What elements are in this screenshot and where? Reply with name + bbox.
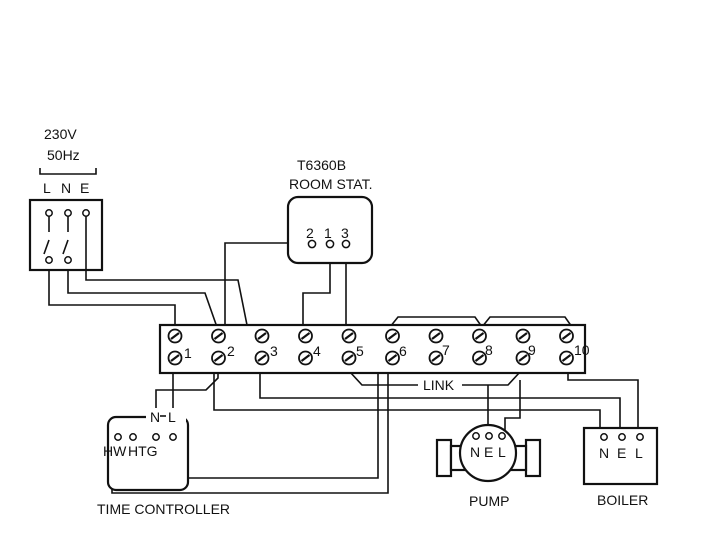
screw-slot: [213, 354, 224, 362]
isolator-switch: [28, 198, 104, 272]
pump-terminal-n: N: [470, 444, 480, 460]
screw-slot: [518, 332, 528, 340]
pump-right-flange: [524, 438, 542, 478]
junction-terminal-3: 3: [270, 343, 278, 359]
supply-voltage: 230V: [44, 126, 77, 142]
wire-t3-earth: [259, 370, 621, 432]
room-stat-terminal-1: 1: [324, 225, 332, 241]
wire-stat-1: [302, 248, 331, 330]
room-stat-model: T6360B: [297, 157, 346, 173]
junction-terminal-4: 4: [313, 343, 321, 359]
junction-terminal-5: 5: [356, 343, 364, 359]
time-controller-output-htg: HTG: [128, 443, 158, 459]
supply-terminal-n: N: [61, 180, 71, 196]
time-controller-terminal-l: L: [168, 409, 176, 425]
supply-label-group: 230V 50Hz L N E: [39, 126, 97, 196]
screw-slot: [431, 354, 441, 362]
junction-terminal-2: 2: [227, 343, 235, 359]
screw-slot: [474, 332, 485, 340]
wire-stat-2: [224, 242, 312, 330]
boiler-terminal-l: L: [635, 445, 643, 461]
screw-slot: [257, 332, 267, 340]
supply-terminal-l: L: [43, 180, 51, 196]
supply-bracket: [39, 168, 97, 175]
wire-link-left: [349, 371, 418, 386]
screw-slot: [561, 354, 572, 362]
screw-slot: [518, 354, 528, 362]
time-controller: N L HW HTG TIME CONTROLLER: [97, 408, 230, 517]
pump-name: PUMP: [469, 493, 509, 509]
screw-slot: [344, 354, 354, 362]
wire-supply-live: [48, 270, 176, 330]
wire-supply-neutral: [67, 270, 219, 331]
junction-terminal-8: 8: [485, 342, 493, 358]
pump-left-flange: [435, 438, 453, 478]
screw-slot: [387, 354, 398, 362]
room-stat: T6360B ROOM STAT. 2 1 3: [286, 157, 374, 265]
room-stat-terminal-3: 3: [341, 225, 349, 241]
screw-slot: [170, 332, 180, 340]
screw-slot: [300, 354, 311, 362]
wire-t9-pump-l: [504, 380, 521, 430]
boiler-terminal-n: N: [599, 445, 609, 461]
wire-t2-boiler-n: [213, 372, 601, 432]
screw-slot: [474, 354, 485, 362]
screw-slot: [344, 332, 354, 340]
pump-terminal-e: E: [484, 444, 493, 460]
screw-slot: [431, 332, 441, 340]
time-controller-name: TIME CONTROLLER: [97, 501, 230, 517]
switch-contacts: [43, 239, 69, 255]
junction-terminal-7: 7: [442, 342, 450, 358]
junction-terminal-6: 6: [399, 343, 407, 359]
junction-terminal-1: 1: [184, 345, 192, 361]
supply-frequency: 50Hz: [47, 147, 80, 163]
boiler: N E L BOILER: [582, 426, 659, 508]
room-stat-terminal-2: 2: [306, 225, 314, 241]
wire-t10-boiler-l: [567, 372, 639, 432]
screw-slot: [213, 332, 224, 340]
screw-slot: [257, 354, 267, 362]
wire-link-right: [462, 371, 521, 386]
junction-terminal-10: 10: [574, 342, 590, 358]
pump: N E L PUMP: [435, 423, 542, 509]
junction-box-body: [158, 323, 587, 375]
supply-terminal-e: E: [80, 180, 89, 196]
screw-slot: [300, 332, 311, 340]
screw-slot: [561, 332, 572, 340]
wire-supply-earth: [85, 270, 249, 331]
room-stat-name: ROOM STAT.: [289, 176, 372, 192]
time-controller-output-hw: HW: [103, 443, 127, 459]
wire-t2-controller-n: [155, 368, 219, 413]
boiler-terminal-e: E: [617, 445, 626, 461]
time-controller-terminal-n: N: [150, 409, 160, 425]
link-label: LINK: [423, 377, 455, 393]
pump-terminal-l: L: [498, 444, 506, 460]
screw-slot: [170, 354, 180, 362]
junction-terminal-9: 9: [528, 342, 536, 358]
boiler-name: BOILER: [597, 492, 648, 508]
junction-screws: [167, 328, 574, 366]
junction-box: 1 2 3 4 5 6 7 8 9 10: [158, 323, 590, 375]
junction-terminal-labels: 1 2 3 4 5 6 7 8 9 10: [184, 342, 590, 361]
screw-slot: [387, 332, 398, 340]
